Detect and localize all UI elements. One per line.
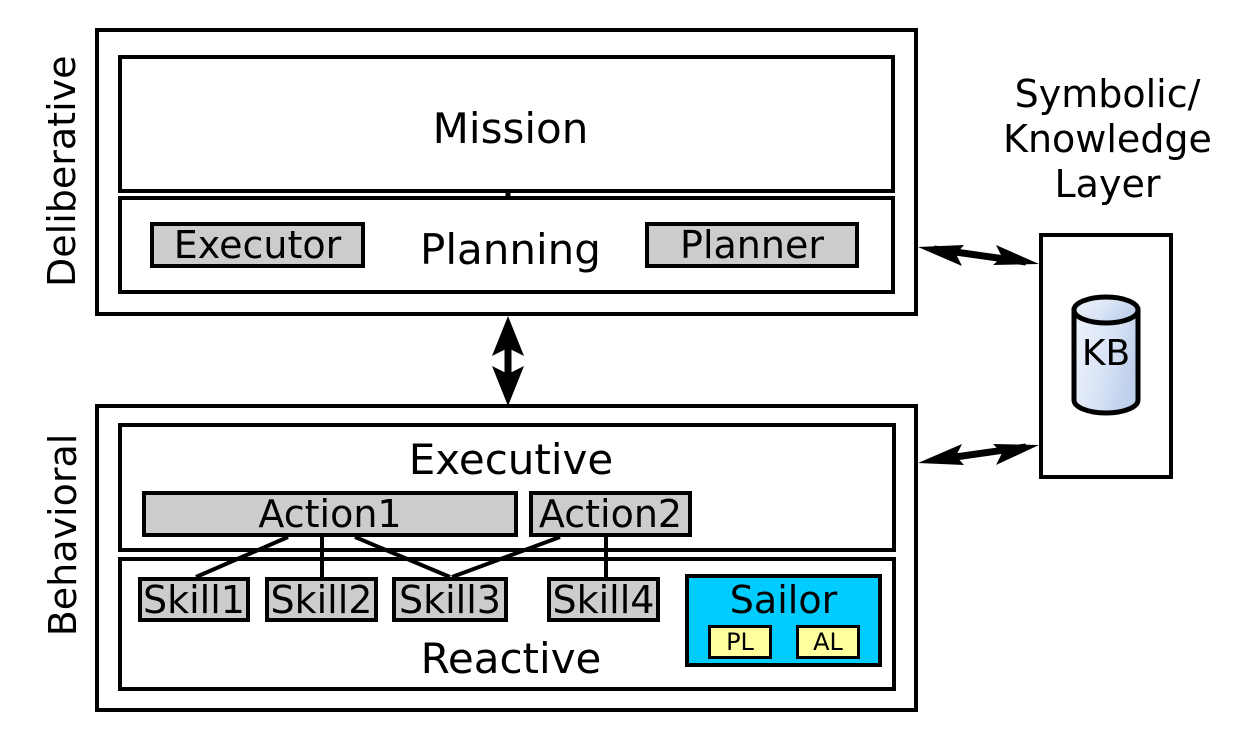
sailor-module-pl[interactable]: PL bbox=[708, 625, 772, 659]
sailor-module-pl-label: PL bbox=[726, 628, 754, 656]
skill4-label: Skill4 bbox=[552, 577, 655, 622]
sailor-module-al[interactable]: AL bbox=[796, 625, 860, 659]
kb-label: KB bbox=[1081, 333, 1131, 374]
action2-box[interactable]: Action2 bbox=[529, 491, 692, 537]
sailor-box[interactable]: Sailor PL AL bbox=[685, 574, 882, 667]
mission-label: Mission bbox=[432, 103, 589, 153]
sailor-label: Sailor bbox=[729, 578, 838, 622]
skill3-box[interactable]: Skill3 bbox=[392, 577, 508, 622]
symbolic-layer-title-line1: Symbolic/ bbox=[1014, 72, 1201, 116]
action2-label: Action2 bbox=[538, 492, 683, 536]
layer-label-behavioral-text: Behavioral bbox=[41, 433, 85, 637]
layer-label-deliberative-text: Deliberative bbox=[40, 55, 84, 288]
mission-box[interactable]: Mission bbox=[118, 55, 895, 193]
skill3-label: Skill3 bbox=[399, 577, 501, 622]
layer-label-deliberative: Deliberative bbox=[40, 56, 84, 288]
skill1-box[interactable]: Skill1 bbox=[138, 577, 250, 622]
executor-label: Executor bbox=[173, 223, 342, 267]
symbolic-layer-title-line2: Knowledge bbox=[1003, 116, 1212, 161]
skill2-label: Skill2 bbox=[270, 577, 373, 622]
executor-box[interactable]: Executor bbox=[150, 222, 365, 268]
arrow-deliberative-kb bbox=[918, 245, 1039, 266]
planner-label: Planner bbox=[680, 223, 824, 267]
arrow-behavioral-kb bbox=[918, 443, 1039, 465]
sailor-module-al-label: AL bbox=[813, 628, 843, 656]
action1-box[interactable]: Action1 bbox=[142, 491, 518, 537]
symbolic-layer-title: Symbolic/ Knowledge Layer bbox=[975, 72, 1240, 206]
planner-box[interactable]: Planner bbox=[645, 222, 859, 268]
action1-label: Action1 bbox=[258, 492, 402, 536]
skill1-label: Skill1 bbox=[143, 577, 245, 622]
skill4-box[interactable]: Skill4 bbox=[547, 577, 660, 622]
symbolic-layer-title-line3: Layer bbox=[1054, 161, 1161, 206]
layer-label-behavioral: Behavioral bbox=[41, 425, 85, 645]
executive-label: Executive bbox=[408, 434, 614, 484]
skill2-box[interactable]: Skill2 bbox=[265, 577, 378, 622]
arrow-deliberative-behavioral bbox=[492, 316, 524, 406]
planning-label: Planning bbox=[420, 224, 601, 274]
reactive-label: Reactive bbox=[420, 633, 602, 683]
